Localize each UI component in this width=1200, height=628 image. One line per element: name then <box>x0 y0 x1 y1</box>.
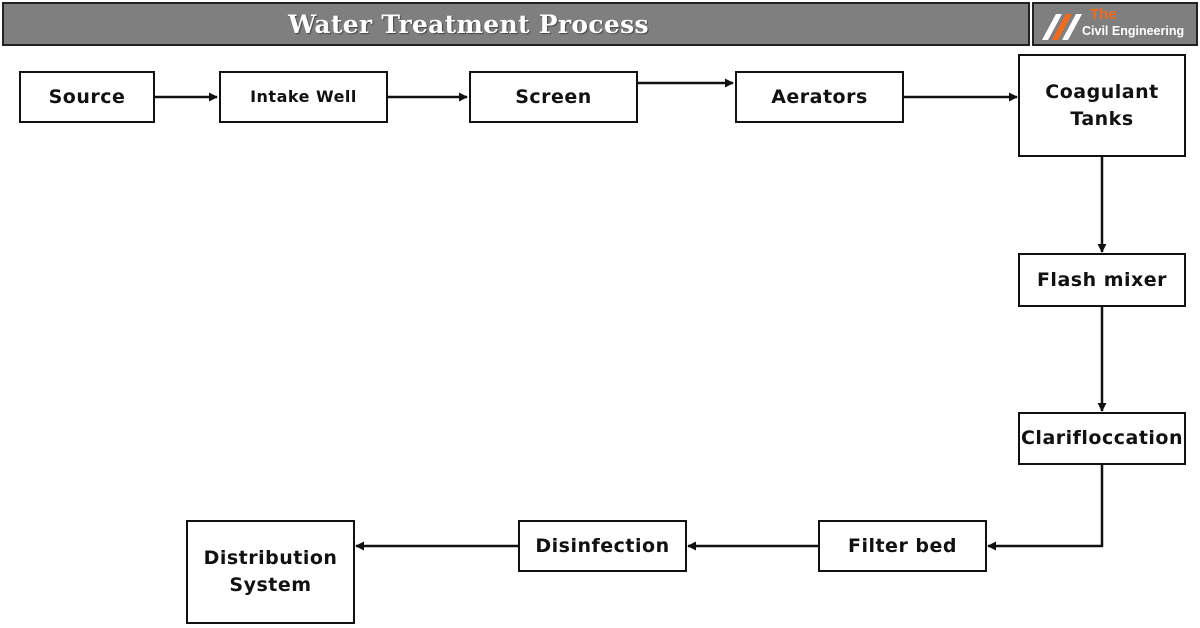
node-aerators-label: Aerators <box>771 85 868 108</box>
node-disinfection-label: Disinfection <box>535 534 670 557</box>
node-clarifloccation-label: Clarifloccation <box>1020 427 1183 450</box>
node-distribution-system-label: Distribution System <box>203 547 338 596</box>
diagram-title: Water Treatment Process <box>288 9 649 39</box>
arrow-clarifloccation-to-filter-bed <box>987 464 1104 551</box>
node-coagulant-tanks-label: Coagulant Tanks <box>1045 80 1159 130</box>
road-stripes-icon <box>1042 14 1082 40</box>
node-flash-mixer-label: Flash mixer <box>1036 268 1168 291</box>
title-bar: Water Treatment Process <box>2 2 1030 46</box>
node-screen-label: Screen <box>515 85 592 108</box>
node-filter-bed: Filter bed <box>818 520 987 572</box>
brand-logo: The Civil Engineering <box>1032 2 1198 46</box>
node-intake-well-label: Intake Well <box>250 86 357 106</box>
node-source-label: Source <box>48 85 126 108</box>
logo-text-civil-engineering: Civil Engineering <box>1082 24 1185 38</box>
node-clarifloccation: Clarifloccation <box>1018 412 1186 465</box>
node-distribution-system: Distribution System <box>186 520 355 624</box>
node-screen: Screen <box>469 71 638 123</box>
node-flash-mixer: Flash mixer <box>1018 253 1186 307</box>
logo-text-the: The <box>1090 6 1117 23</box>
node-source: Source <box>19 71 155 123</box>
node-intake-well: Intake Well <box>219 71 388 123</box>
node-coagulant-tanks: Coagulant Tanks <box>1018 54 1186 157</box>
node-aerators: Aerators <box>735 71 904 123</box>
node-filter-bed-label: Filter bed <box>847 534 958 557</box>
node-disinfection: Disinfection <box>518 520 687 572</box>
